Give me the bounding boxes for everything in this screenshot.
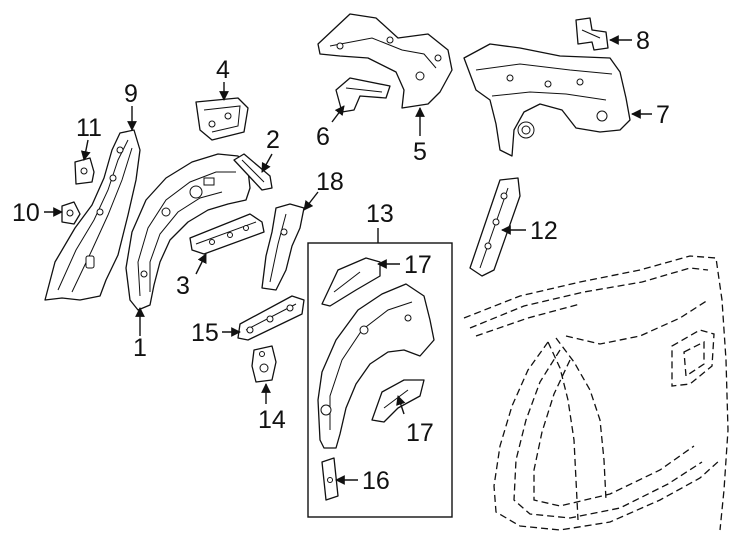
part-12-strip [469, 177, 521, 277]
leader-17-lower [396, 395, 406, 415]
part-10-plate [61, 201, 81, 225]
assembly-13-box [307, 242, 453, 518]
part-18-pillar-piece [261, 203, 305, 291]
callout-16: 16 [362, 467, 390, 495]
callout-14: 14 [258, 406, 286, 434]
leader-6 [331, 105, 345, 123]
part-17-upper [321, 257, 381, 307]
part-17-lower [371, 379, 425, 423]
part-16-bracket [321, 457, 339, 501]
callout-6: 6 [316, 123, 330, 151]
callout-2: 2 [266, 126, 280, 154]
part-2-strip [233, 153, 273, 191]
callout-11: 11 [76, 114, 102, 142]
callout-4: 4 [216, 56, 230, 84]
leader-2 [261, 153, 273, 173]
callout-12: 12 [530, 217, 558, 245]
leader-3 [195, 253, 207, 275]
callout-1: 1 [133, 334, 147, 362]
callout-17-lower: 17 [406, 419, 434, 447]
callout-13: 13 [366, 200, 394, 228]
callout-8: 8 [636, 27, 650, 55]
part-11-bracket [74, 157, 95, 185]
callout-9: 9 [124, 80, 138, 108]
part-15-rail [237, 295, 305, 341]
part-14-bracket [251, 345, 277, 383]
callout-5: 5 [413, 138, 427, 166]
part-9-pillar-inner [44, 129, 141, 301]
leader-11 [80, 139, 91, 161]
part-13-wheelhouse [317, 283, 435, 449]
leader-18 [303, 191, 319, 211]
callout-15: 15 [191, 319, 219, 347]
callout-18: 18 [316, 168, 344, 196]
callout-10: 10 [12, 199, 40, 227]
callout-7: 7 [656, 101, 670, 129]
callout-17-upper: 17 [404, 251, 432, 279]
part-7-quarter-panel [463, 43, 631, 157]
part-1-wheelhouse [125, 153, 251, 311]
part-5-quarter-inner [317, 13, 453, 109]
part-4-bracket [195, 97, 249, 141]
body-outline-dashed [463, 255, 729, 531]
part-3-reinforcement [189, 213, 265, 255]
part-8-bracket [575, 17, 609, 51]
callout-3: 3 [176, 272, 190, 300]
